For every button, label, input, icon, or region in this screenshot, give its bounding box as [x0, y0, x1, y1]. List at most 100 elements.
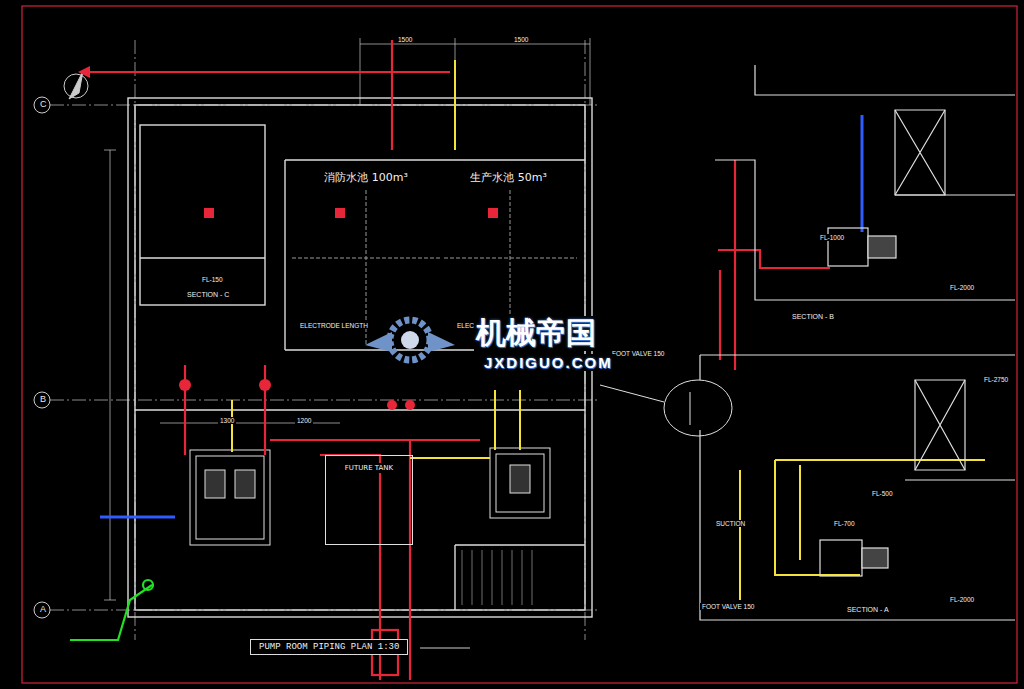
grid-line: [50, 40, 600, 640]
red-pipe: [718, 250, 830, 268]
stair-hatch: [522, 550, 523, 605]
grid-letter: A: [38, 604, 48, 614]
building-wall: [140, 257, 265, 258]
drawing-label: 1500: [396, 36, 414, 43]
section-b-outline: [715, 65, 1015, 300]
red-pipe: [409, 440, 411, 680]
red-fitting: [78, 66, 90, 78]
grid-bubble: [34, 97, 50, 618]
yellow-pipe: [799, 465, 801, 560]
drawing-label: FL-500: [870, 490, 895, 497]
red-fitting: [204, 208, 214, 218]
grid-line: [50, 400, 600, 401]
yellow-pipe: [231, 400, 233, 452]
building-wall: [455, 544, 585, 545]
drawing-label: FOOT VALVE 150: [700, 603, 756, 610]
red-pipe: [90, 71, 450, 73]
red-pipe: [184, 365, 186, 455]
drawing-label: 1300: [218, 417, 236, 424]
section-a-outline: [915, 380, 965, 470]
drawing-label: ELECTRODE LENGTH: [298, 322, 370, 329]
red-pipe: [320, 455, 380, 500]
drawing-label: FL-1000: [818, 234, 846, 241]
yellow-pipe: [519, 390, 521, 450]
pump-pit: [496, 454, 544, 512]
red-pipe: [719, 270, 721, 360]
detail-circle: [600, 380, 732, 436]
tank-label: 消防水池 100m³: [321, 169, 411, 186]
watermark-text: JXDIGUO.COM: [482, 354, 615, 371]
section-a-outline: [700, 354, 1015, 355]
grid-bubble: [34, 392, 50, 408]
section-b-outline: [895, 110, 945, 195]
drawing-label: 1200: [295, 417, 313, 424]
sheet-frame: [22, 6, 1017, 683]
stair-hatch: [482, 550, 483, 605]
stair-hatch: [502, 550, 503, 605]
drawing-label: FL-2000: [948, 284, 976, 291]
section-a-outline: [862, 548, 888, 568]
yellow-pipe: [454, 60, 456, 150]
red-pipe: [264, 365, 266, 455]
blue-pipe: [861, 115, 864, 232]
detail-circle: [664, 380, 732, 436]
blue-pipe: [100, 516, 175, 519]
pump-pit: [190, 448, 550, 545]
yellow-pipe: [739, 470, 741, 600]
red-fitting: [405, 400, 415, 410]
sheet-frame: [22, 6, 1017, 683]
detail-circle: [600, 385, 664, 402]
section-a-outline: [700, 355, 1015, 620]
yellow-pipe: [775, 459, 985, 461]
section-b-outline: [895, 110, 945, 195]
grid-bubble: [34, 602, 50, 618]
section-b-outline: [895, 194, 1015, 195]
detail-circle: [690, 392, 691, 425]
red-fitting: [78, 66, 498, 410]
title-underline: [420, 648, 470, 649]
watermark-text: 机械帝国: [474, 316, 598, 351]
building-wall: [140, 125, 265, 305]
red-pipe: [90, 40, 830, 680]
stair-hatch: [472, 550, 473, 605]
section-b-outline: [715, 160, 1015, 300]
section-b-outline: [755, 65, 1015, 95]
watermark-logo: [365, 332, 455, 352]
red-fitting: [259, 379, 271, 391]
drawing-label: FL-2750: [982, 376, 1010, 383]
pump-pit: [510, 465, 530, 493]
pump-pit: [196, 456, 264, 539]
dimension-line: [104, 600, 116, 601]
stair-hatch: [462, 550, 463, 605]
stair-hatch: [532, 550, 533, 605]
stair-hatch: [492, 550, 493, 605]
pump-pit: [490, 448, 550, 518]
drawing-label: SECTION - C: [185, 291, 231, 299]
drawing-label: FL-150: [200, 276, 225, 283]
watermark-logo: [365, 320, 455, 360]
watermark-logo: [401, 331, 419, 349]
grid-letter: C: [38, 99, 49, 109]
pump-pit: [235, 470, 255, 498]
drawing-label: FL-700: [832, 520, 857, 527]
yellow-pipe: [494, 390, 496, 450]
stair-hatch: [462, 550, 532, 605]
green-pipe: [70, 585, 152, 640]
blue-pipe: [100, 115, 862, 517]
grid-bubble: [34, 97, 50, 113]
green-pipe: [70, 580, 153, 640]
red-pipe: [270, 439, 480, 441]
watermark-logo: [390, 320, 430, 360]
pump-pit: [205, 470, 225, 498]
tank-box: FUTURE TANK: [325, 455, 413, 545]
north-arrow: [69, 71, 83, 99]
tank-label: 生产水池 50m³: [467, 169, 550, 186]
pump-pit: [190, 450, 270, 545]
drawing-label: SECTION - B: [790, 313, 836, 321]
stair-hatch: [512, 550, 513, 605]
red-fitting: [387, 400, 397, 410]
drawing-label: SECTION - A: [845, 606, 891, 614]
drawing-label: FOOT VALVE 150: [610, 350, 666, 357]
red-fitting: [335, 208, 345, 218]
dimension-line: [104, 150, 116, 151]
